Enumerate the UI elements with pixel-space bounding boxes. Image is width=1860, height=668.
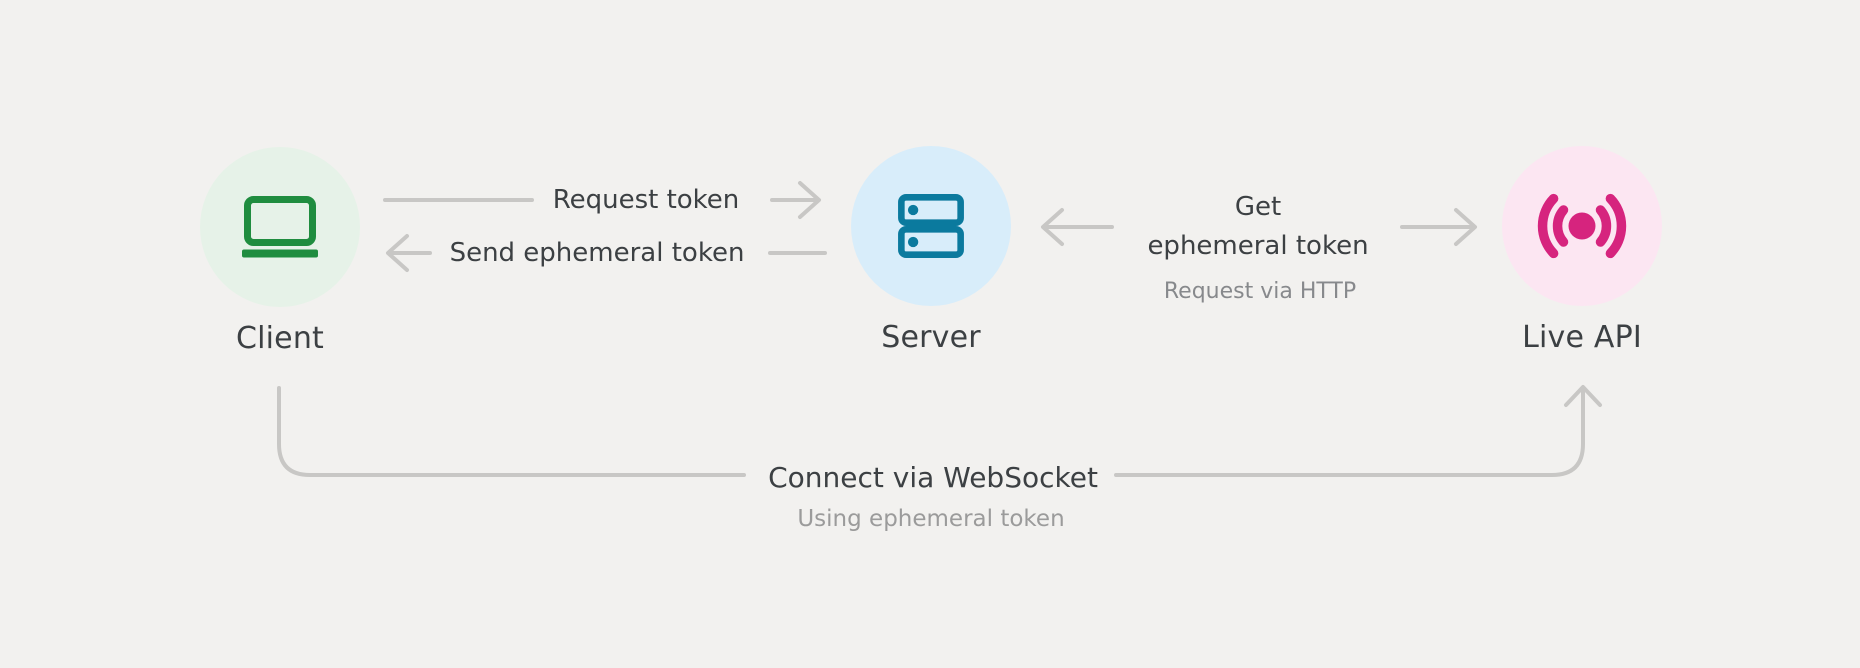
using-ephemeral-token-sublabel: Using ephemeral token: [797, 506, 1065, 532]
client-label: Client: [235, 321, 325, 356]
broadcast-icon: [1537, 193, 1627, 259]
get-token-arrow-right-icon: [1400, 208, 1477, 246]
connect-websocket-label: Connect via WebSocket: [768, 461, 1098, 494]
server-icon: [898, 194, 964, 258]
send-ephemeral-token-label: Send ephemeral token: [449, 238, 745, 268]
send-token-arrow-left-icon: [386, 234, 432, 272]
laptop-icon: [242, 196, 318, 258]
client-node: Client: [160, 147, 400, 356]
client-circle: [200, 147, 360, 307]
get-ephemeral-token-line1: Get: [1234, 192, 1282, 222]
live-api-label: Live API: [1522, 320, 1642, 355]
live-api-circle: [1502, 146, 1662, 306]
request-token-label: Request token: [552, 185, 740, 215]
websocket-connector-left: [277, 386, 746, 477]
live-api-node: Live API: [1462, 146, 1702, 355]
request-token-arrow-right-icon: [770, 181, 821, 219]
server-label: Server: [881, 320, 981, 355]
server-circle: [851, 146, 1011, 306]
websocket-arrow-up-icon: [1564, 385, 1602, 407]
server-node: Server: [811, 146, 1051, 355]
get-ephemeral-token-label: Get ephemeral token: [1147, 188, 1368, 266]
get-ephemeral-token-line2: ephemeral token: [1147, 231, 1369, 261]
get-token-arrow-left-icon: [1041, 208, 1114, 246]
request-via-http-sublabel: Request via HTTP: [1163, 279, 1357, 304]
websocket-connector-right: [1114, 389, 1585, 477]
